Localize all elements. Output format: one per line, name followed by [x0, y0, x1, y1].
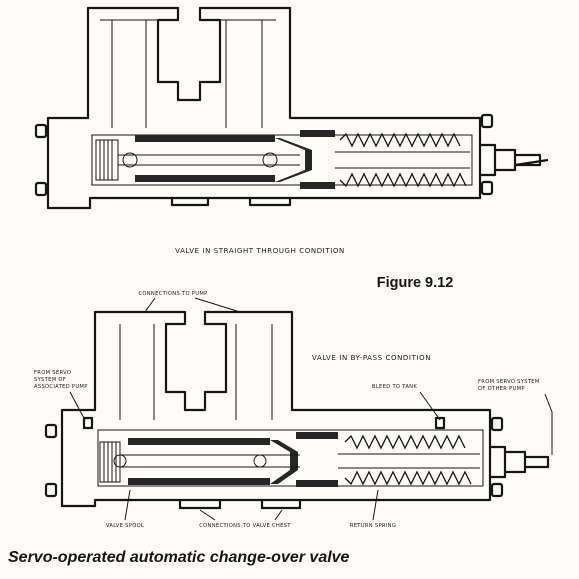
label-from-servo-associated-line1: FROM SERVO [34, 370, 71, 376]
figure-title: Servo-operated automatic change-over val… [8, 549, 350, 566]
bottom-valve-drawing [44, 310, 550, 510]
label-return-spring: RETURN SPRING [350, 523, 396, 529]
top-valve-body [46, 6, 482, 210]
label-from-servo-associated-line2: SYSTEM OF [34, 377, 66, 383]
top-valve-drawing [34, 6, 549, 210]
bottom-valve-condition-label: VALVE IN BY-PASS CONDITION [312, 354, 431, 362]
label-valve-spool: VALVE SPOOL [106, 523, 144, 529]
label-from-servo-other-line1: FROM SERVO SYSTEM [478, 379, 540, 385]
figure-number: Figure 9.12 [377, 275, 454, 291]
label-bleed-to-tank: BLEED TO TANK [372, 384, 417, 390]
label-connections-to-valve-chest: CONNECTIONS TO VALVE CHEST [199, 523, 291, 529]
bottom-valve-body [60, 310, 492, 508]
label-from-servo-associated-line3: ASSOCIATED PUMP [34, 384, 88, 390]
label-connections-to-pump: CONNECTIONS TO PUMP [138, 291, 207, 297]
top-valve-caption: VALVE IN STRAIGHT THROUGH CONDITION [175, 247, 345, 255]
label-from-servo-other-line2: OF OTHER PUMP [478, 386, 525, 392]
